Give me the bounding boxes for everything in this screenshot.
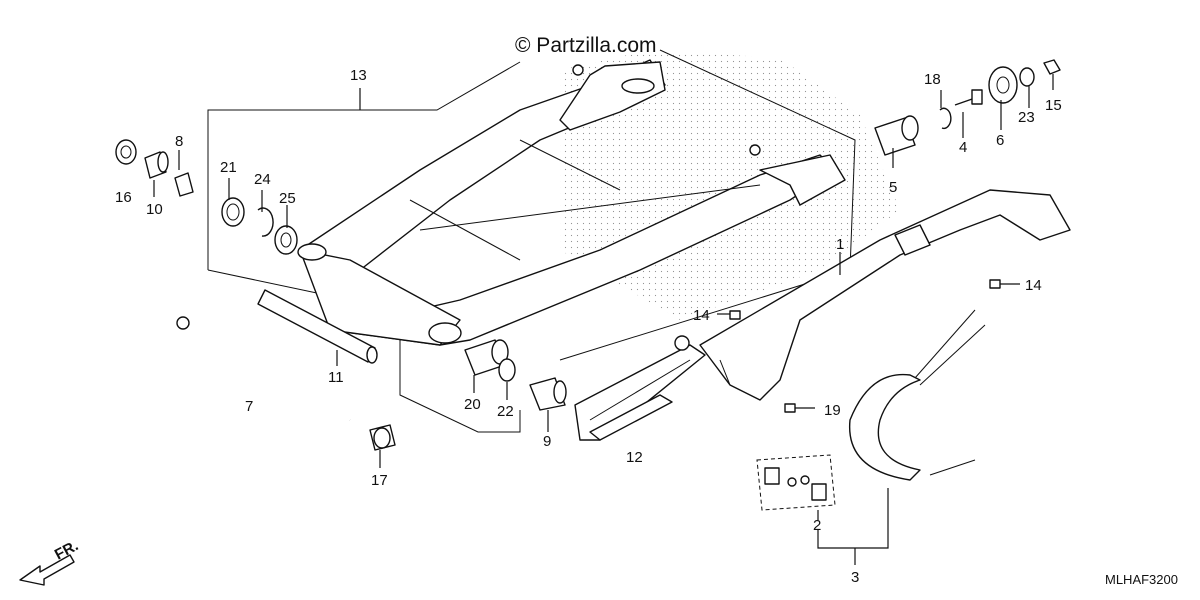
callout-3: 3 <box>851 569 859 586</box>
callout-2: 2 <box>813 517 821 534</box>
callout-21: 21 <box>220 159 237 176</box>
collar-9[interactable] <box>529 377 567 411</box>
callout-16: 16 <box>115 189 132 206</box>
watermark: © Partzilla.com <box>515 34 657 57</box>
snap-ring-24[interactable] <box>257 207 274 237</box>
callout-15: 15 <box>1045 97 1062 114</box>
chain-slider[interactable] <box>574 335 706 441</box>
washer-23[interactable] <box>1019 67 1035 87</box>
callout-18: 18 <box>924 71 941 88</box>
bushing-10[interactable] <box>144 151 169 179</box>
callout-1: 1 <box>836 236 844 253</box>
dust-seal-22[interactable] <box>498 358 516 382</box>
group-bracket-right <box>559 49 856 361</box>
callout-14b: 14 <box>1025 277 1042 294</box>
callout-20: 20 <box>464 396 481 413</box>
callout-10: 10 <box>146 201 163 218</box>
pivot-collar[interactable] <box>257 289 378 364</box>
pivot-nut[interactable] <box>369 424 396 451</box>
callout-7: 7 <box>245 398 253 415</box>
collar-8[interactable] <box>174 172 194 197</box>
bolt-4[interactable] <box>954 89 983 106</box>
callout-9: 9 <box>543 433 551 450</box>
circlip-18[interactable] <box>939 107 952 130</box>
lock-nut-16[interactable] <box>115 139 137 165</box>
callout-12: 12 <box>626 449 643 466</box>
callout-22: 22 <box>497 403 514 420</box>
direction-label: FR. <box>52 537 81 563</box>
bolt-19[interactable] <box>784 403 796 413</box>
callout-19: 19 <box>824 402 841 419</box>
callout-5: 5 <box>889 179 897 196</box>
callout-17: 17 <box>371 472 388 489</box>
master-link-set[interactable] <box>756 454 836 511</box>
callout-4: 4 <box>959 139 967 156</box>
callout-24: 24 <box>254 171 271 188</box>
swingarm[interactable] <box>297 59 846 346</box>
callout-14a: 14 <box>693 307 710 324</box>
bolt-14a[interactable] <box>729 310 741 320</box>
adjuster-6[interactable] <box>988 66 1018 104</box>
leader-lines <box>153 74 1054 565</box>
oil-seal-21[interactable] <box>221 197 245 227</box>
needle-bearing[interactable] <box>464 339 509 376</box>
callout-6: 6 <box>996 132 1004 149</box>
group-bracket-bottom <box>399 340 521 433</box>
chain-guard[interactable] <box>699 189 1071 401</box>
drive-chain[interactable] <box>848 309 986 481</box>
pivot-shaft[interactable] <box>176 316 351 422</box>
bearing-25[interactable] <box>274 225 298 255</box>
group-bracket-13 <box>207 61 521 270</box>
front-direction-arrow <box>19 554 75 586</box>
callout-13: 13 <box>350 67 367 84</box>
callout-8: 8 <box>175 133 183 150</box>
callout-25: 25 <box>279 190 296 207</box>
nut-15[interactable] <box>1043 59 1061 75</box>
callout-23: 23 <box>1018 109 1035 126</box>
diagram-code: MLHAF3200 <box>1105 572 1178 587</box>
block-5[interactable] <box>874 115 919 156</box>
bolt-14b[interactable] <box>989 279 1001 289</box>
callout-11: 11 <box>328 369 344 386</box>
